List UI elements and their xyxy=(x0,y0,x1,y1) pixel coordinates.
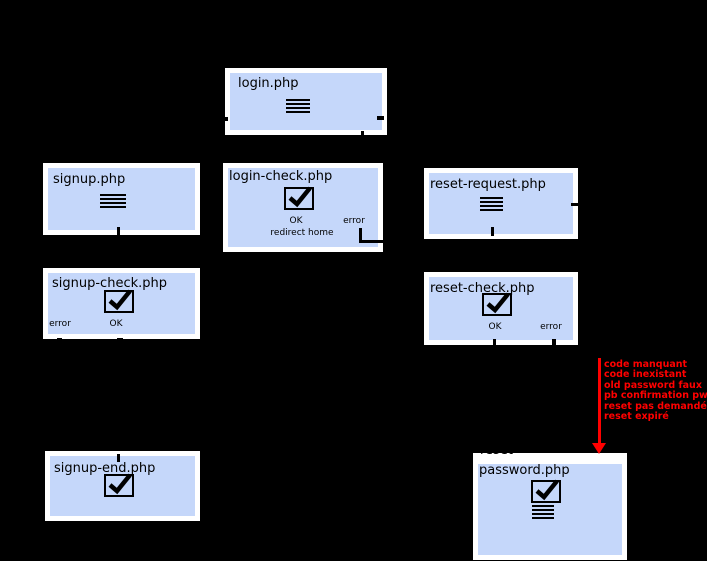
node-signup-check-php: signup-check.php error OK xyxy=(43,268,200,339)
form-icon xyxy=(286,99,310,115)
node-title: signup-end.php xyxy=(54,461,156,476)
node-title: reset-request.php xyxy=(430,177,546,192)
connector-trace xyxy=(552,339,556,348)
connector-trace xyxy=(117,227,120,236)
connector-trace xyxy=(359,240,390,243)
checkbox-icon xyxy=(284,186,314,210)
node-title: login-check.php xyxy=(229,169,333,184)
node-body xyxy=(429,277,573,340)
node-body xyxy=(230,73,382,130)
form-icon xyxy=(532,505,554,521)
connector-trace xyxy=(493,339,496,348)
error-annotation-line: pb confirmation pw xyxy=(604,390,707,402)
node-reset-request-php: reset-request.php xyxy=(424,168,578,239)
node-login-check-php: login-check.php OK error redirect home xyxy=(223,163,383,252)
error-annotation-line: code manquant xyxy=(604,359,688,370)
node-title: signup.php xyxy=(53,172,126,187)
error-arrow-head-icon xyxy=(592,443,606,454)
error-annotation-line: old password faux xyxy=(604,379,702,391)
checkbox-icon xyxy=(482,292,512,316)
node-login-php: login.php xyxy=(225,68,387,135)
error-label: error xyxy=(49,319,71,329)
node-body xyxy=(228,168,378,247)
node-reset-check-php: reset-check.php OK error xyxy=(424,272,578,345)
error-label: error xyxy=(343,216,365,226)
error-annotations: code manquant code inexistant old passwo… xyxy=(604,359,707,423)
node-title: login.php xyxy=(238,76,299,91)
checkmark-icon xyxy=(486,292,510,314)
error-annotation-line: code inexistant xyxy=(604,369,687,381)
node-signup-end-php: signup-end.php xyxy=(45,451,200,521)
checkmark-icon xyxy=(535,479,559,501)
ok-label: OK xyxy=(289,216,303,226)
checkbox-icon xyxy=(531,479,561,503)
connector-trace xyxy=(220,117,228,121)
redirect-home-label: redirect home xyxy=(270,228,334,238)
form-icon xyxy=(480,197,503,213)
node-reset-password-php: password.php xyxy=(473,453,627,560)
node-title: password.php xyxy=(479,463,570,478)
form-icon xyxy=(100,194,126,210)
connector-trace xyxy=(377,116,384,120)
node-signup-php: signup.php xyxy=(43,163,200,235)
connector-trace xyxy=(491,227,494,236)
connector-trace xyxy=(571,203,579,206)
connector-trace xyxy=(117,338,123,344)
error-arrow-line xyxy=(598,358,601,445)
checkmark-icon xyxy=(108,473,132,495)
error-annotation-line: reset pas demandé xyxy=(604,400,707,412)
node-title-clipped: reset xyxy=(480,443,513,458)
connector-trace xyxy=(57,338,62,344)
node-title: reset-check.php xyxy=(430,281,535,296)
node-title: signup-check.php xyxy=(52,276,167,291)
checkbox-icon xyxy=(104,289,134,313)
node-body xyxy=(429,173,573,234)
error-label: error xyxy=(540,322,562,332)
connector-trace xyxy=(117,454,120,462)
ok-label: OK xyxy=(488,322,502,332)
connector-trace xyxy=(361,131,364,140)
error-annotation-line: reset expiré xyxy=(604,411,669,423)
checkbox-icon xyxy=(104,473,134,497)
checkmark-icon xyxy=(288,186,312,208)
ok-label: OK xyxy=(109,319,123,329)
connector-trace xyxy=(359,228,362,242)
checkmark-icon xyxy=(108,289,132,311)
